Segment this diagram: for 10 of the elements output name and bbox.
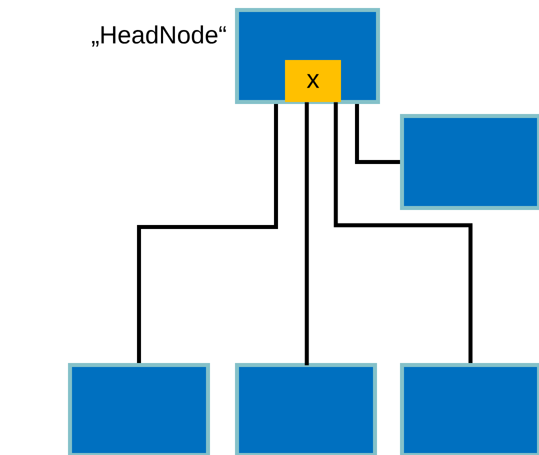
connector-line [137,104,278,363]
box [68,363,210,455]
node-label: „HeadNode“ [92,25,226,47]
connector-line [355,104,400,164]
label-box: x [285,60,341,102]
box [235,363,377,455]
connector-line [304,102,309,368]
connector-line [334,102,472,363]
box [400,363,539,455]
box [400,114,539,210]
